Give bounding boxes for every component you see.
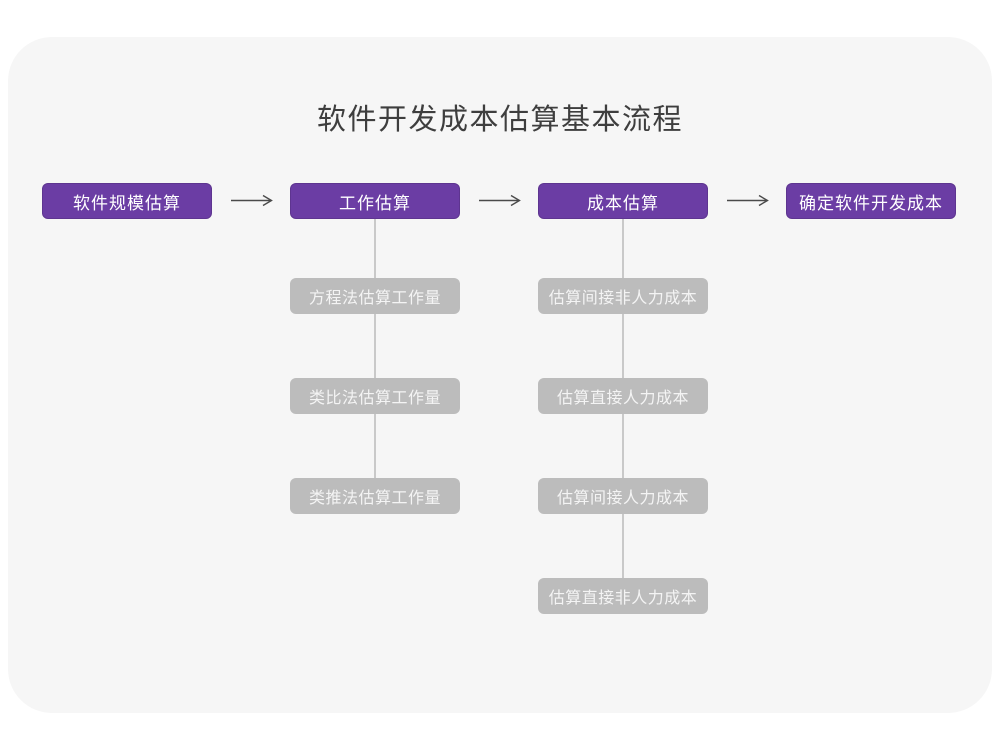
- connector-work-estimation-column: [374, 219, 376, 500]
- node-label: 软件规模估算: [73, 193, 181, 213]
- right-arrow-icon: [231, 194, 273, 207]
- node-extrapolation-method: 类推法估算工作量: [290, 478, 460, 514]
- node-work-estimation: 工作估算: [290, 183, 460, 219]
- card-background: [8, 37, 992, 713]
- node-label: 确定软件开发成本: [799, 193, 943, 213]
- node-label: 估算间接非人力成本: [548, 290, 698, 307]
- node-label: 估算直接非人力成本: [548, 590, 698, 607]
- node-label: 工作估算: [339, 193, 411, 213]
- right-arrow-icon: [479, 194, 521, 207]
- node-label: 估算直接人力成本: [556, 390, 689, 407]
- node-label: 估算间接人力成本: [556, 490, 689, 507]
- node-equation-method: 方程法估算工作量: [290, 278, 460, 314]
- node-analogy-method: 类比法估算工作量: [290, 378, 460, 414]
- node-determine-development-cost: 确定软件开发成本: [786, 183, 956, 219]
- node-direct-labor-cost: 估算直接人力成本: [538, 378, 708, 414]
- node-indirect-non-labor-cost: 估算间接非人力成本: [538, 278, 708, 314]
- node-cost-estimation: 成本估算: [538, 183, 708, 219]
- node-label: 方程法估算工作量: [308, 290, 441, 307]
- node-indirect-labor-cost: 估算间接人力成本: [538, 478, 708, 514]
- node-software-scale-estimation: 软件规模估算: [42, 183, 212, 219]
- diagram-title: 软件开发成本估算基本流程: [316, 104, 683, 136]
- node-direct-non-labor-cost: 估算直接非人力成本: [538, 578, 708, 614]
- right-arrow-icon: [727, 194, 769, 207]
- node-label: 类比法估算工作量: [308, 390, 441, 407]
- node-label: 成本估算: [587, 193, 659, 213]
- node-label: 类推法估算工作量: [308, 490, 441, 507]
